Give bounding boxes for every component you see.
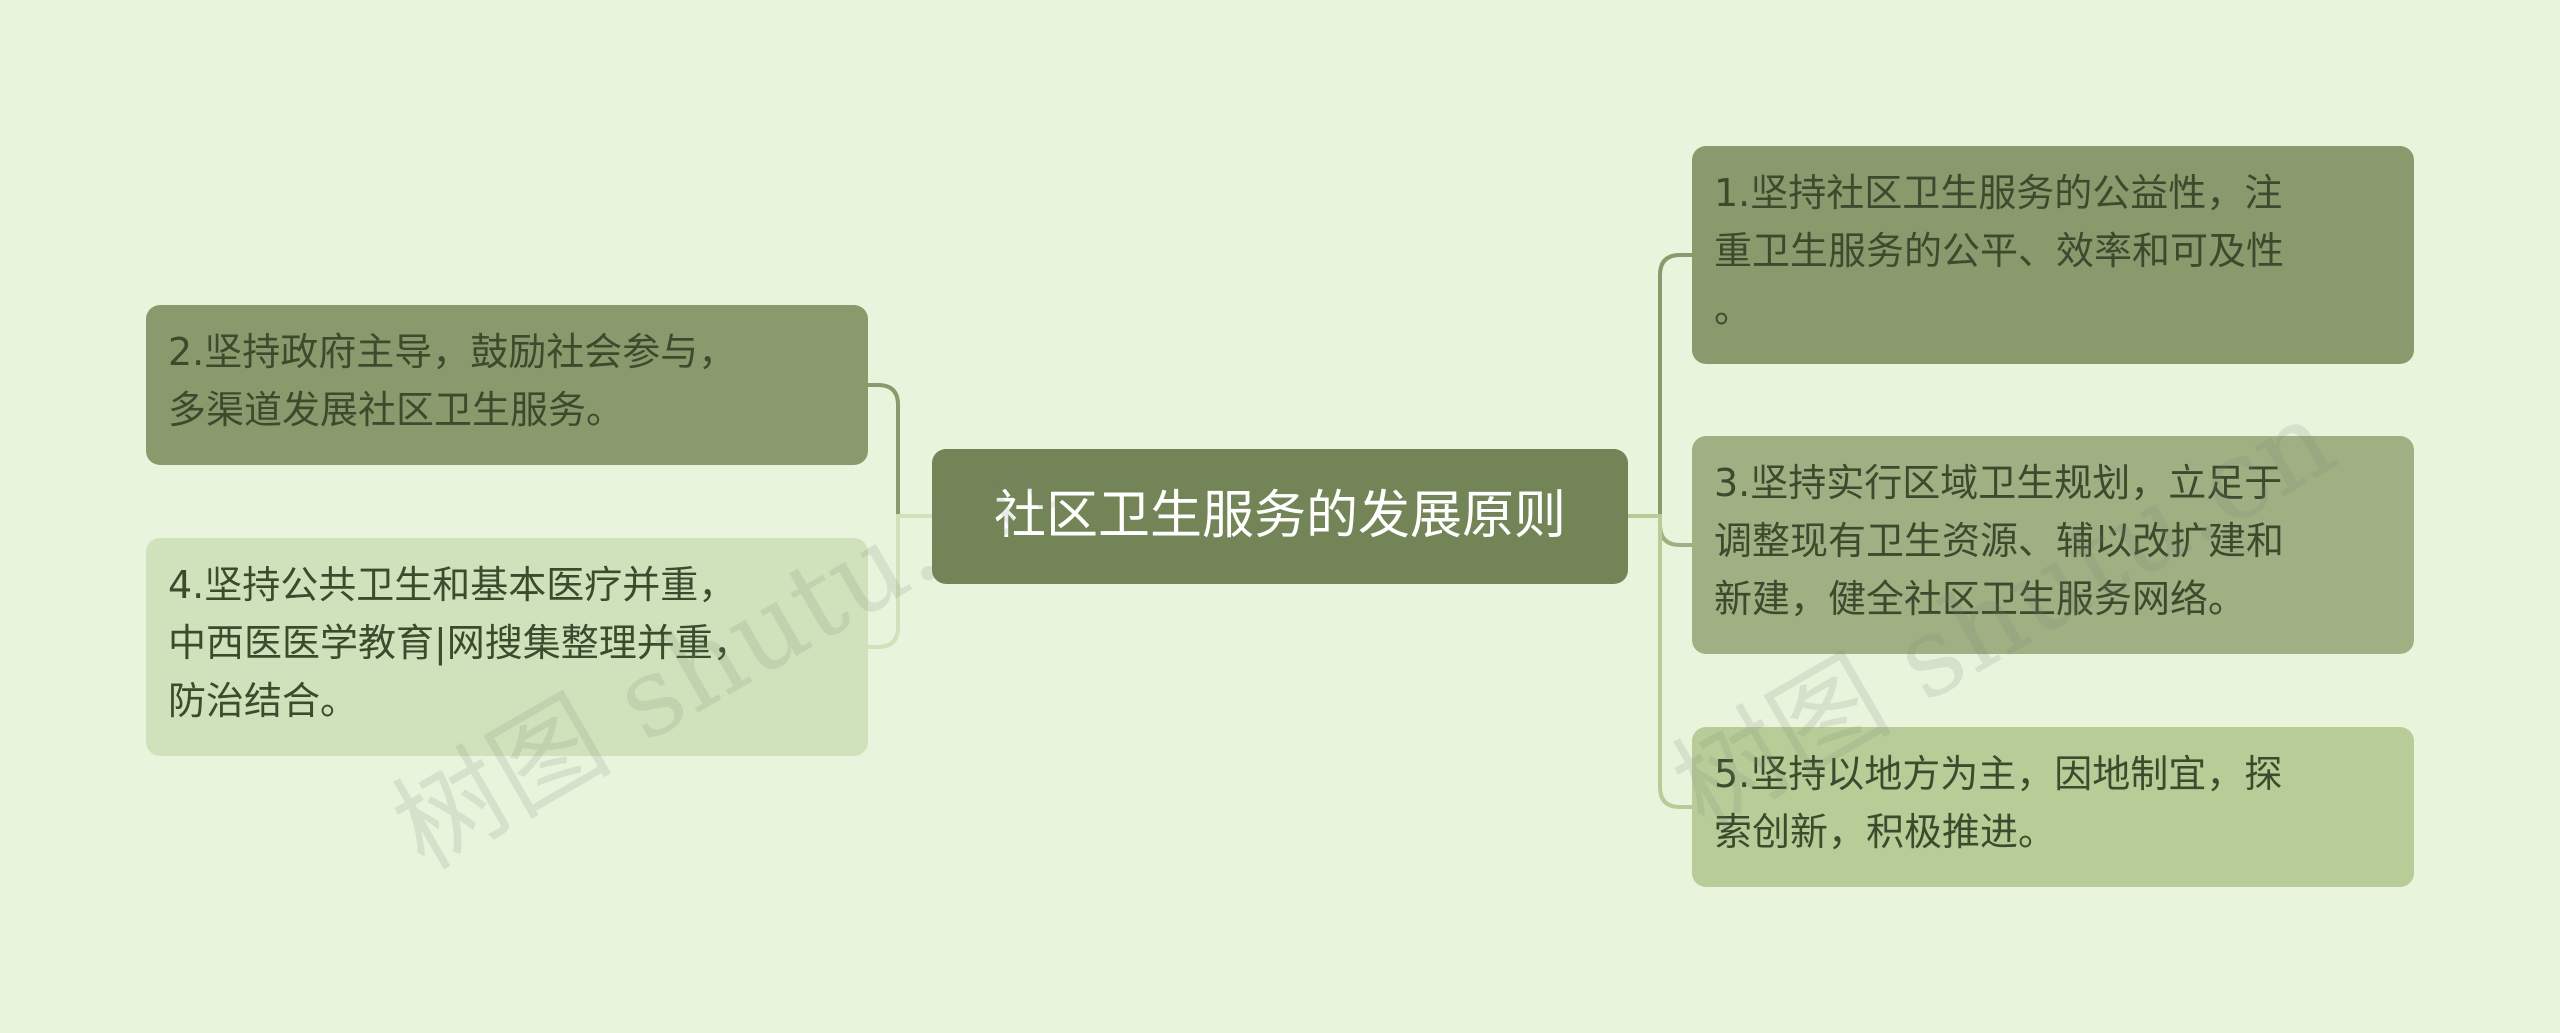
- branch-node-3[interactable]: 3.坚持实行区域卫生规划，立足于 调整现有卫生资源、辅以改扩建和 新建，健全社区…: [1692, 436, 2414, 654]
- root-node[interactable]: 社区卫生服务的发展原则: [932, 449, 1628, 584]
- connector-root-n5: [1628, 514, 1692, 809]
- branch-node-5[interactable]: 5.坚持以地方为主，因地制宜，探 索创新，积极推进。: [1692, 727, 2414, 887]
- connector-root-n2: [868, 383, 932, 518]
- branch-node-1[interactable]: 1.坚持社区卫生服务的公益性，注 重卫生服务的公平、效率和可及性 。: [1692, 146, 2414, 364]
- branch-node-4[interactable]: 4.坚持公共卫生和基本医疗并重， 中西医医学教育|网搜集整理并重， 防治结合。: [146, 538, 868, 756]
- branch-node-2[interactable]: 2.坚持政府主导，鼓励社会参与， 多渠道发展社区卫生服务。: [146, 305, 868, 465]
- connector-root-n1: [1628, 253, 1692, 518]
- connector-root-n4: [868, 514, 932, 649]
